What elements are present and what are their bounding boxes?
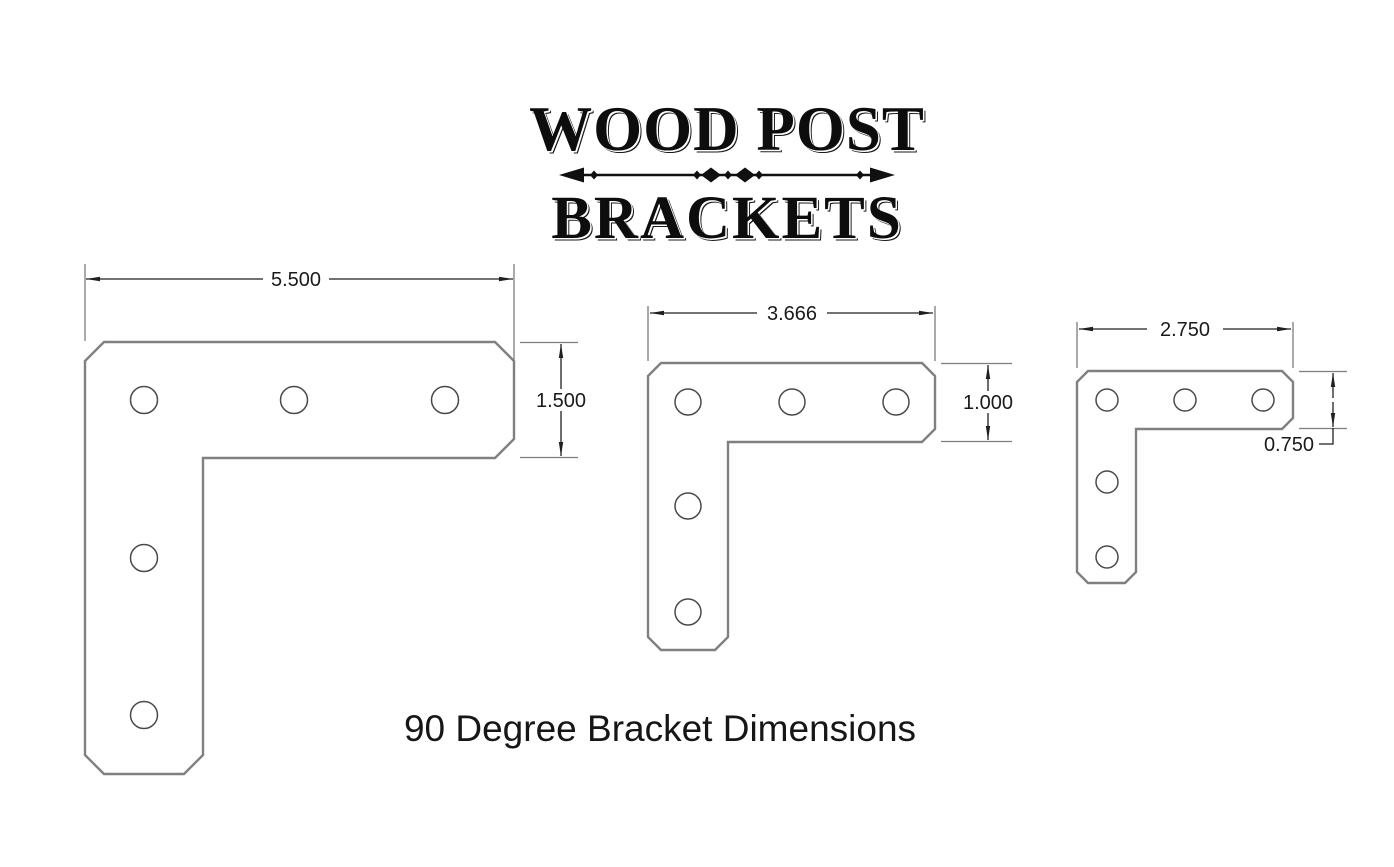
diagram-caption: 90 Degree Bracket Dimensions: [403, 708, 917, 749]
screw-hole: [129, 700, 159, 730]
screw-hole: [674, 388, 702, 416]
bracket-small: 2.750 0.750: [1075, 319, 1347, 585]
bracket-large: 5.500 1.500: [83, 264, 586, 776]
double-arrow-divider-icon: [559, 167, 895, 183]
bracket-large-outline: [83, 340, 516, 776]
bracket-medium-holes: [674, 388, 910, 626]
dim-arm-large: 1.500: [520, 341, 586, 459]
bracket-medium-outline: [646, 361, 937, 652]
screw-hole: [674, 492, 702, 520]
screw-hole: [778, 388, 806, 416]
screw-hole: [1095, 388, 1119, 412]
screw-hole: [129, 385, 159, 415]
dim-label-medium-width: 3.666: [767, 303, 817, 325]
screw-hole: [430, 385, 460, 415]
dim-width-small: 2.750: [1076, 319, 1294, 368]
screw-hole: [129, 543, 159, 573]
screw-hole: [1173, 388, 1197, 412]
screw-hole: [674, 598, 702, 626]
screw-hole: [1251, 388, 1275, 412]
dim-label-medium-arm: 1.000: [963, 392, 1013, 414]
logo: WOOD POST BRACKETS: [497, 96, 957, 250]
logo-title-line2: BRACKETS: [551, 185, 903, 252]
dim-arm-medium: 1.000: [941, 362, 1013, 443]
dim-label-large-arm: 1.500: [536, 390, 586, 412]
screw-hole: [279, 385, 309, 415]
bracket-small-holes: [1095, 388, 1275, 569]
bracket-large-holes: [129, 385, 460, 730]
dim-width-medium: 3.666: [647, 303, 936, 361]
dim-label-small-arm: 0.750: [1264, 434, 1314, 456]
dim-label-small-width: 2.750: [1160, 319, 1210, 341]
bracket-medium: 3.666 1.000: [646, 303, 1013, 652]
dim-label-large-width: 5.500: [271, 269, 321, 291]
screw-hole: [1095, 470, 1119, 494]
screw-hole: [1095, 545, 1119, 569]
screw-hole: [882, 388, 910, 416]
dim-width-large: 5.500: [84, 264, 515, 378]
dim-arm-small: 0.750: [1264, 370, 1347, 456]
logo-title-line1: WOOD POST: [529, 94, 925, 164]
bracket-small-outline: [1075, 369, 1295, 585]
